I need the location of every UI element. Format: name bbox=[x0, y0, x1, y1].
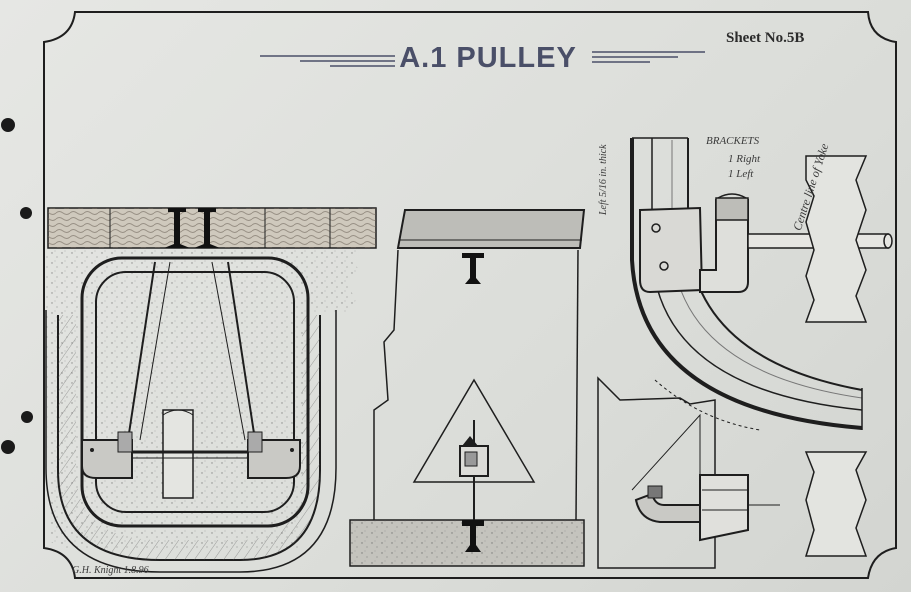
binder-holes bbox=[1, 118, 33, 454]
right-label: 1 Right bbox=[728, 153, 761, 165]
left-thickness-note: Left 5/16 in. thick bbox=[598, 144, 609, 215]
drawing-title: A.1 PULLEY bbox=[399, 42, 577, 74]
right-upper-detail bbox=[630, 137, 893, 431]
left-label: 1 Left bbox=[728, 168, 754, 180]
sheet-border bbox=[43, 11, 897, 579]
title-rules bbox=[260, 51, 705, 67]
middle-section bbox=[349, 209, 586, 567]
brackets-label: BRACKETS bbox=[706, 135, 760, 147]
signature: G.H. Knight 1.8.96 bbox=[72, 565, 149, 576]
right-lower-detail bbox=[597, 376, 868, 569]
sheet-number: Sheet No.5B bbox=[726, 30, 805, 46]
left-elevation bbox=[45, 207, 377, 573]
